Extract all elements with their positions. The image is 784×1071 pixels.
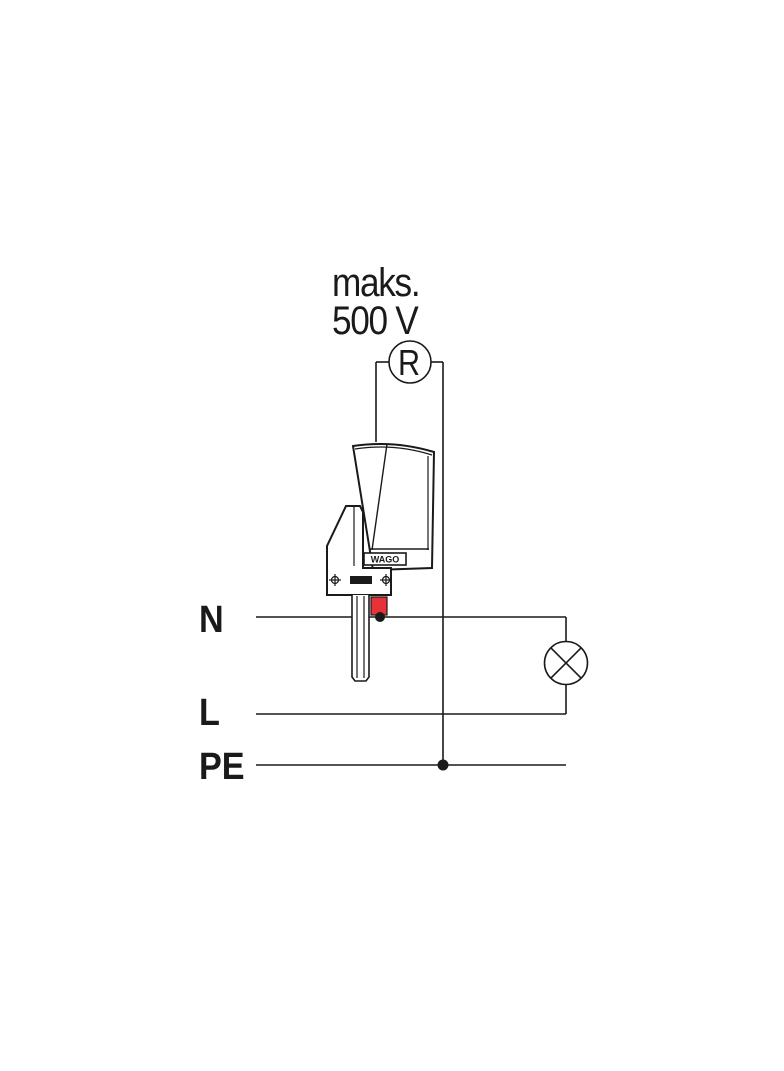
device-pin <box>351 595 370 682</box>
wago-brand-text: WAGO <box>371 555 400 565</box>
rail-label-l: L <box>199 692 220 734</box>
voltage-label-line1: maks. <box>332 261 421 305</box>
meter-symbol-circle <box>388 340 432 384</box>
rail-label-n: N <box>199 599 224 641</box>
lamp-icon <box>543 640 589 686</box>
voltage-label-line2: 500 V <box>332 299 419 343</box>
screw-icon-left <box>329 574 341 586</box>
wago-brand-plate <box>363 552 407 566</box>
wago-test-plug: WAGO <box>326 443 436 682</box>
screw-icon-right <box>380 574 392 586</box>
pe-junction-dot <box>437 759 449 771</box>
device-rating-plate <box>350 576 372 584</box>
device-body <box>326 505 392 596</box>
voltage-limit-label: maks. 500 V <box>332 261 421 343</box>
meter-symbol-label: R <box>398 342 421 383</box>
contact-junction-dot <box>375 612 385 622</box>
device-housing <box>351 443 436 572</box>
rail-label-pe: PE <box>199 746 245 788</box>
